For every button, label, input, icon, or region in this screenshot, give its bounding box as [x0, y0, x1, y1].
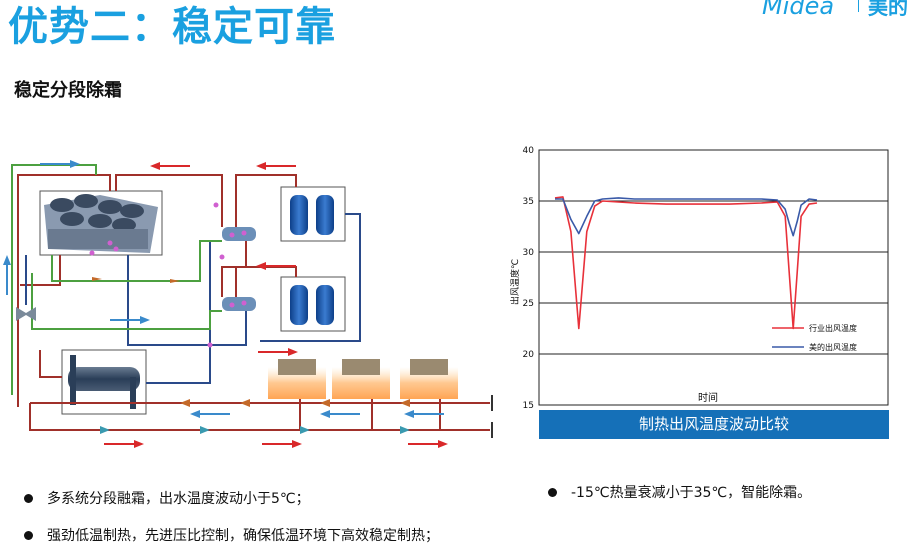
separator-2 [222, 297, 256, 311]
chart-y-tick-label: 15 [523, 401, 534, 410]
chart-y-axis-label: 出风温度℃ [509, 259, 521, 305]
flow-arrows-blue [3, 160, 444, 418]
junction-dots [89, 202, 247, 348]
pipes-red [17, 174, 490, 431]
brand-divider [858, 0, 859, 12]
bullet-item: -15℃热量衰减小于35℃，智能除霜。 [548, 482, 811, 502]
chart-series-line-1 [554, 196, 818, 330]
flow-arrows-red [104, 162, 448, 448]
separator-1 [222, 227, 256, 241]
section-subtitle: 稳定分段除霜 [14, 80, 122, 101]
chart-y-ticks: 15 20 25 30 35 40 [523, 146, 535, 410]
legend-label: 美的出风温度 [809, 342, 857, 352]
pipe-markers [92, 277, 410, 407]
pipes-blue [25, 213, 361, 384]
chart-y-tick-label: 30 [523, 248, 535, 258]
valve-icon [16, 307, 36, 321]
compressor-box-1 [280, 186, 346, 242]
bullet-dot-icon [548, 487, 557, 497]
bullet-dot-icon [24, 493, 33, 503]
legend-label: 行业出风温度 [809, 323, 857, 333]
brand-logo: Midea [762, 0, 835, 20]
bullet-text: 多系统分段融霜，出水温度波动小于5℃； [47, 491, 310, 507]
compressor-box-2 [280, 276, 346, 332]
chart-grid [538, 149, 889, 406]
chart-caption: 制热出风温度波动比较 [539, 410, 889, 439]
condenser-unit [39, 190, 163, 256]
chart-y-tick-label: 20 [523, 350, 535, 360]
bullet-text: -15℃热量衰减小于35℃，智能除霜。 [571, 485, 812, 501]
brand-name: 美的 [868, 0, 908, 19]
chart-y-tick-label: 40 [523, 146, 535, 156]
bullet-dot-icon [24, 530, 33, 540]
bullet-item: 强劲低温制热，先进压比控制，确保低温环境下高效稳定制热； [24, 525, 439, 545]
bullet-text: 强劲低温制热，先进压比控制，确保低温环境下高效稳定制热； [47, 528, 439, 544]
chart-frame [538, 149, 889, 406]
indoor-unit-1 [268, 359, 326, 399]
chart-series-line-2 [555, 197, 818, 237]
chart-y-tick-label: 35 [523, 197, 534, 207]
chart-y-tick-label: 25 [523, 299, 534, 309]
indoor-unit-2 [332, 359, 390, 399]
chart-lines [554, 196, 818, 330]
bullet-item: 多系统分段融霜，出水温度波动小于5℃； [24, 488, 310, 508]
system-schematic [3, 160, 493, 448]
page-title: 优势二：稳定可靠 [8, 4, 336, 50]
indoor-unit-3 [400, 359, 458, 399]
pipe-markers-teal [100, 426, 410, 434]
heat-exchanger [61, 349, 147, 415]
chart-x-axis-label: 时间 [698, 391, 718, 404]
